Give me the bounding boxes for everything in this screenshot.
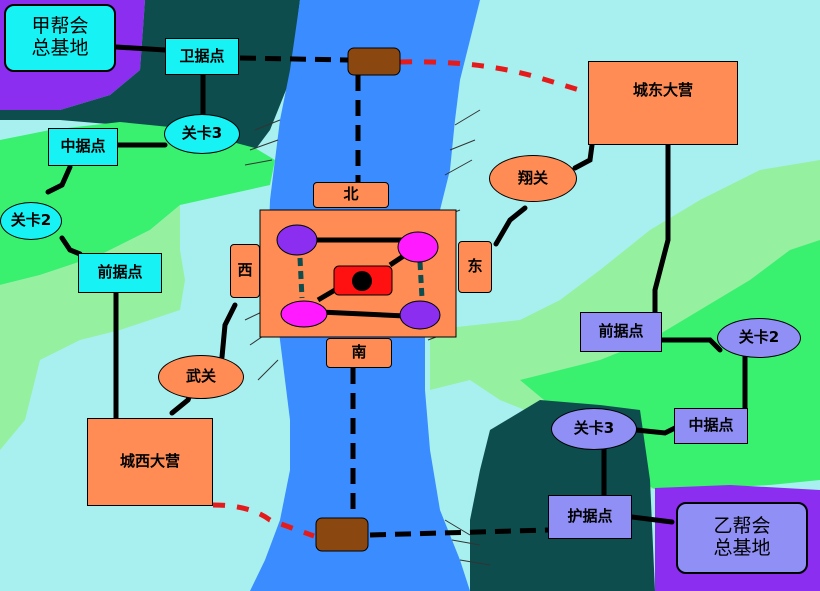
dashed-connectors — [239, 55, 549, 538]
south-base: 乙帮会 总基地 — [676, 502, 808, 574]
east-pass2: 关卡2 — [717, 318, 801, 358]
north-gate: 北 — [313, 182, 389, 208]
fortress-node-ne — [397, 231, 439, 263]
south-base-line1: 乙帮会 — [713, 515, 771, 538]
west-middle-post: 中据点 — [48, 128, 118, 166]
north-ferry — [347, 47, 401, 76]
fortress-inner-links — [297, 237, 425, 319]
south-ferry — [315, 517, 369, 552]
link-middle-post-to-pass2 — [45, 164, 73, 195]
east-camp: 城东大营 — [588, 61, 738, 145]
west-pass2: 关卡2 — [0, 202, 62, 240]
link-pass2-to-front-post — [59, 235, 83, 257]
wu-pass: 武关 — [158, 355, 244, 399]
fortress-node-sw — [280, 300, 328, 328]
west-front-post: 前据点 — [78, 253, 162, 293]
link-pass3-to-middle-post — [633, 425, 678, 436]
link-front-post-to-pass2 — [659, 337, 723, 353]
link-south-ferry-to-guard-post — [369, 527, 549, 538]
northwest-dark-region — [0, 0, 300, 150]
xiang-pass: 翔关 — [489, 155, 577, 202]
link-guard-post-to-north-ferry — [239, 55, 349, 63]
fortress-center-dot — [352, 271, 372, 291]
west-guard-post: 卫据点 — [165, 38, 239, 75]
west-camp: 城西大营 — [87, 418, 213, 506]
east-pass3: 关卡3 — [551, 408, 637, 450]
east-middle-post: 中据点 — [674, 408, 748, 444]
north-base-line1: 甲帮会 — [31, 15, 89, 38]
solid-connectors — [45, 44, 748, 525]
link-north-ferry-to-east-camp — [399, 59, 587, 95]
link-guard-post-to-south-base — [629, 514, 675, 525]
fortress-node-se — [399, 300, 441, 330]
fortress-node-nw — [276, 224, 318, 256]
west-gate: 西 — [230, 244, 260, 298]
link-east-camp-to-front-post — [652, 142, 671, 315]
link-wu-pass-to-west-gate — [219, 302, 238, 360]
red-dashed-connectors — [212, 59, 587, 539]
east-front-post: 前据点 — [580, 312, 662, 352]
link-east-gate-to-xiang-pass — [493, 205, 528, 247]
west-pass3: 关卡3 — [164, 114, 240, 154]
link-xiang-pass-to-east-camp — [572, 142, 595, 171]
east-guard-post: 护据点 — [548, 495, 632, 539]
link-west-camp-to-south-ferry — [212, 502, 315, 539]
link-north-base-to-guard-post — [113, 44, 168, 53]
north-base: 甲帮会 总基地 — [4, 4, 116, 72]
south-base-line2: 总基地 — [713, 537, 771, 559]
north-base-line2: 总基地 — [31, 37, 89, 59]
south-gate: 南 — [326, 338, 392, 368]
east-gate: 东 — [458, 241, 492, 293]
